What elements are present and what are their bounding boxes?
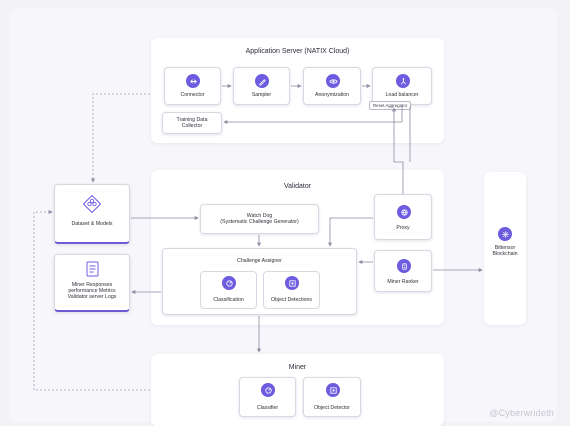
miner-ranker-label: Miner Ranker xyxy=(387,279,419,285)
classifier-node[interactable]: Classifier xyxy=(239,377,296,417)
validator-title: Validator xyxy=(283,183,312,190)
watch-dog-node[interactable]: Watch Dog (Systematic Challenge Generato… xyxy=(200,204,319,234)
watch-dog-label: Watch Dog (Systematic Challenge Generato… xyxy=(220,213,299,226)
watermark-text: @Cyberwrideth xyxy=(489,408,554,418)
bittensor-label: Bittensor Blockchain xyxy=(492,245,518,258)
connector-icon xyxy=(186,74,200,88)
anonymization-label: Anonymization xyxy=(314,92,350,98)
load-balancer-icon xyxy=(396,74,410,88)
classification-node[interactable]: Classification xyxy=(200,271,257,309)
dataset-icon xyxy=(82,194,102,214)
load-balancer-node[interactable]: Load balancer xyxy=(372,67,432,105)
connector-node[interactable]: Connector xyxy=(164,67,221,105)
globe-icon xyxy=(397,205,411,219)
challenge-assigner-node[interactable]: Challenge Assigner xyxy=(162,248,357,315)
object-detector-node[interactable]: Object Detector xyxy=(303,377,361,417)
application-server-title: Application Server (NATIX Cloud) xyxy=(245,48,350,55)
classification-icon xyxy=(222,276,236,290)
miner-responses-label: Miner Responses performance Metrics Vali… xyxy=(67,282,117,301)
miner-ranker-node[interactable]: Miner Ranker xyxy=(374,250,432,292)
bittensor-panel[interactable]: Bittensor Blockchain xyxy=(484,172,526,325)
sampler-label: Sampler xyxy=(251,92,272,98)
reset-aggregator-chip: Reset Aggregator xyxy=(369,101,412,110)
dataset-models-label: Dataset & Models xyxy=(71,221,113,227)
training-collector-label: Training Data Collector xyxy=(176,117,208,130)
ranker-icon xyxy=(397,259,411,273)
object-detections-node[interactable]: Object Detections xyxy=(263,271,320,309)
object-detections-label: Object Detections xyxy=(271,297,312,303)
classifier-label: Classifier xyxy=(256,405,279,411)
miner-panel: Miner xyxy=(151,354,444,426)
miner-title: Miner xyxy=(288,364,307,371)
document-icon xyxy=(86,261,99,277)
load-balancer-label: Load balancer xyxy=(385,92,419,98)
object-detector-icon xyxy=(326,383,340,397)
sampler-node[interactable]: Sampler xyxy=(233,67,290,105)
proxy-node[interactable]: Proxy xyxy=(374,194,432,240)
blockchain-icon xyxy=(498,227,512,241)
anonymization-node[interactable]: Anonymization xyxy=(303,67,361,105)
classification-label: Classification xyxy=(213,297,244,303)
proxy-label: Proxy xyxy=(396,225,410,231)
object-detection-icon xyxy=(285,276,299,290)
training-data-collector-node[interactable]: Training Data Collector xyxy=(162,112,222,134)
dataset-models-node[interactable]: Dataset & Models xyxy=(54,184,130,244)
miner-responses-node[interactable]: Miner Responses performance Metrics Vali… xyxy=(54,254,130,312)
classifier-icon xyxy=(261,383,275,397)
object-detector-label: Object Detector xyxy=(313,405,351,411)
challenge-assigner-label: Challenge Assigner xyxy=(237,258,282,264)
pen-icon xyxy=(255,74,269,88)
connector-label: Connector xyxy=(180,92,205,98)
eye-icon xyxy=(326,74,340,88)
